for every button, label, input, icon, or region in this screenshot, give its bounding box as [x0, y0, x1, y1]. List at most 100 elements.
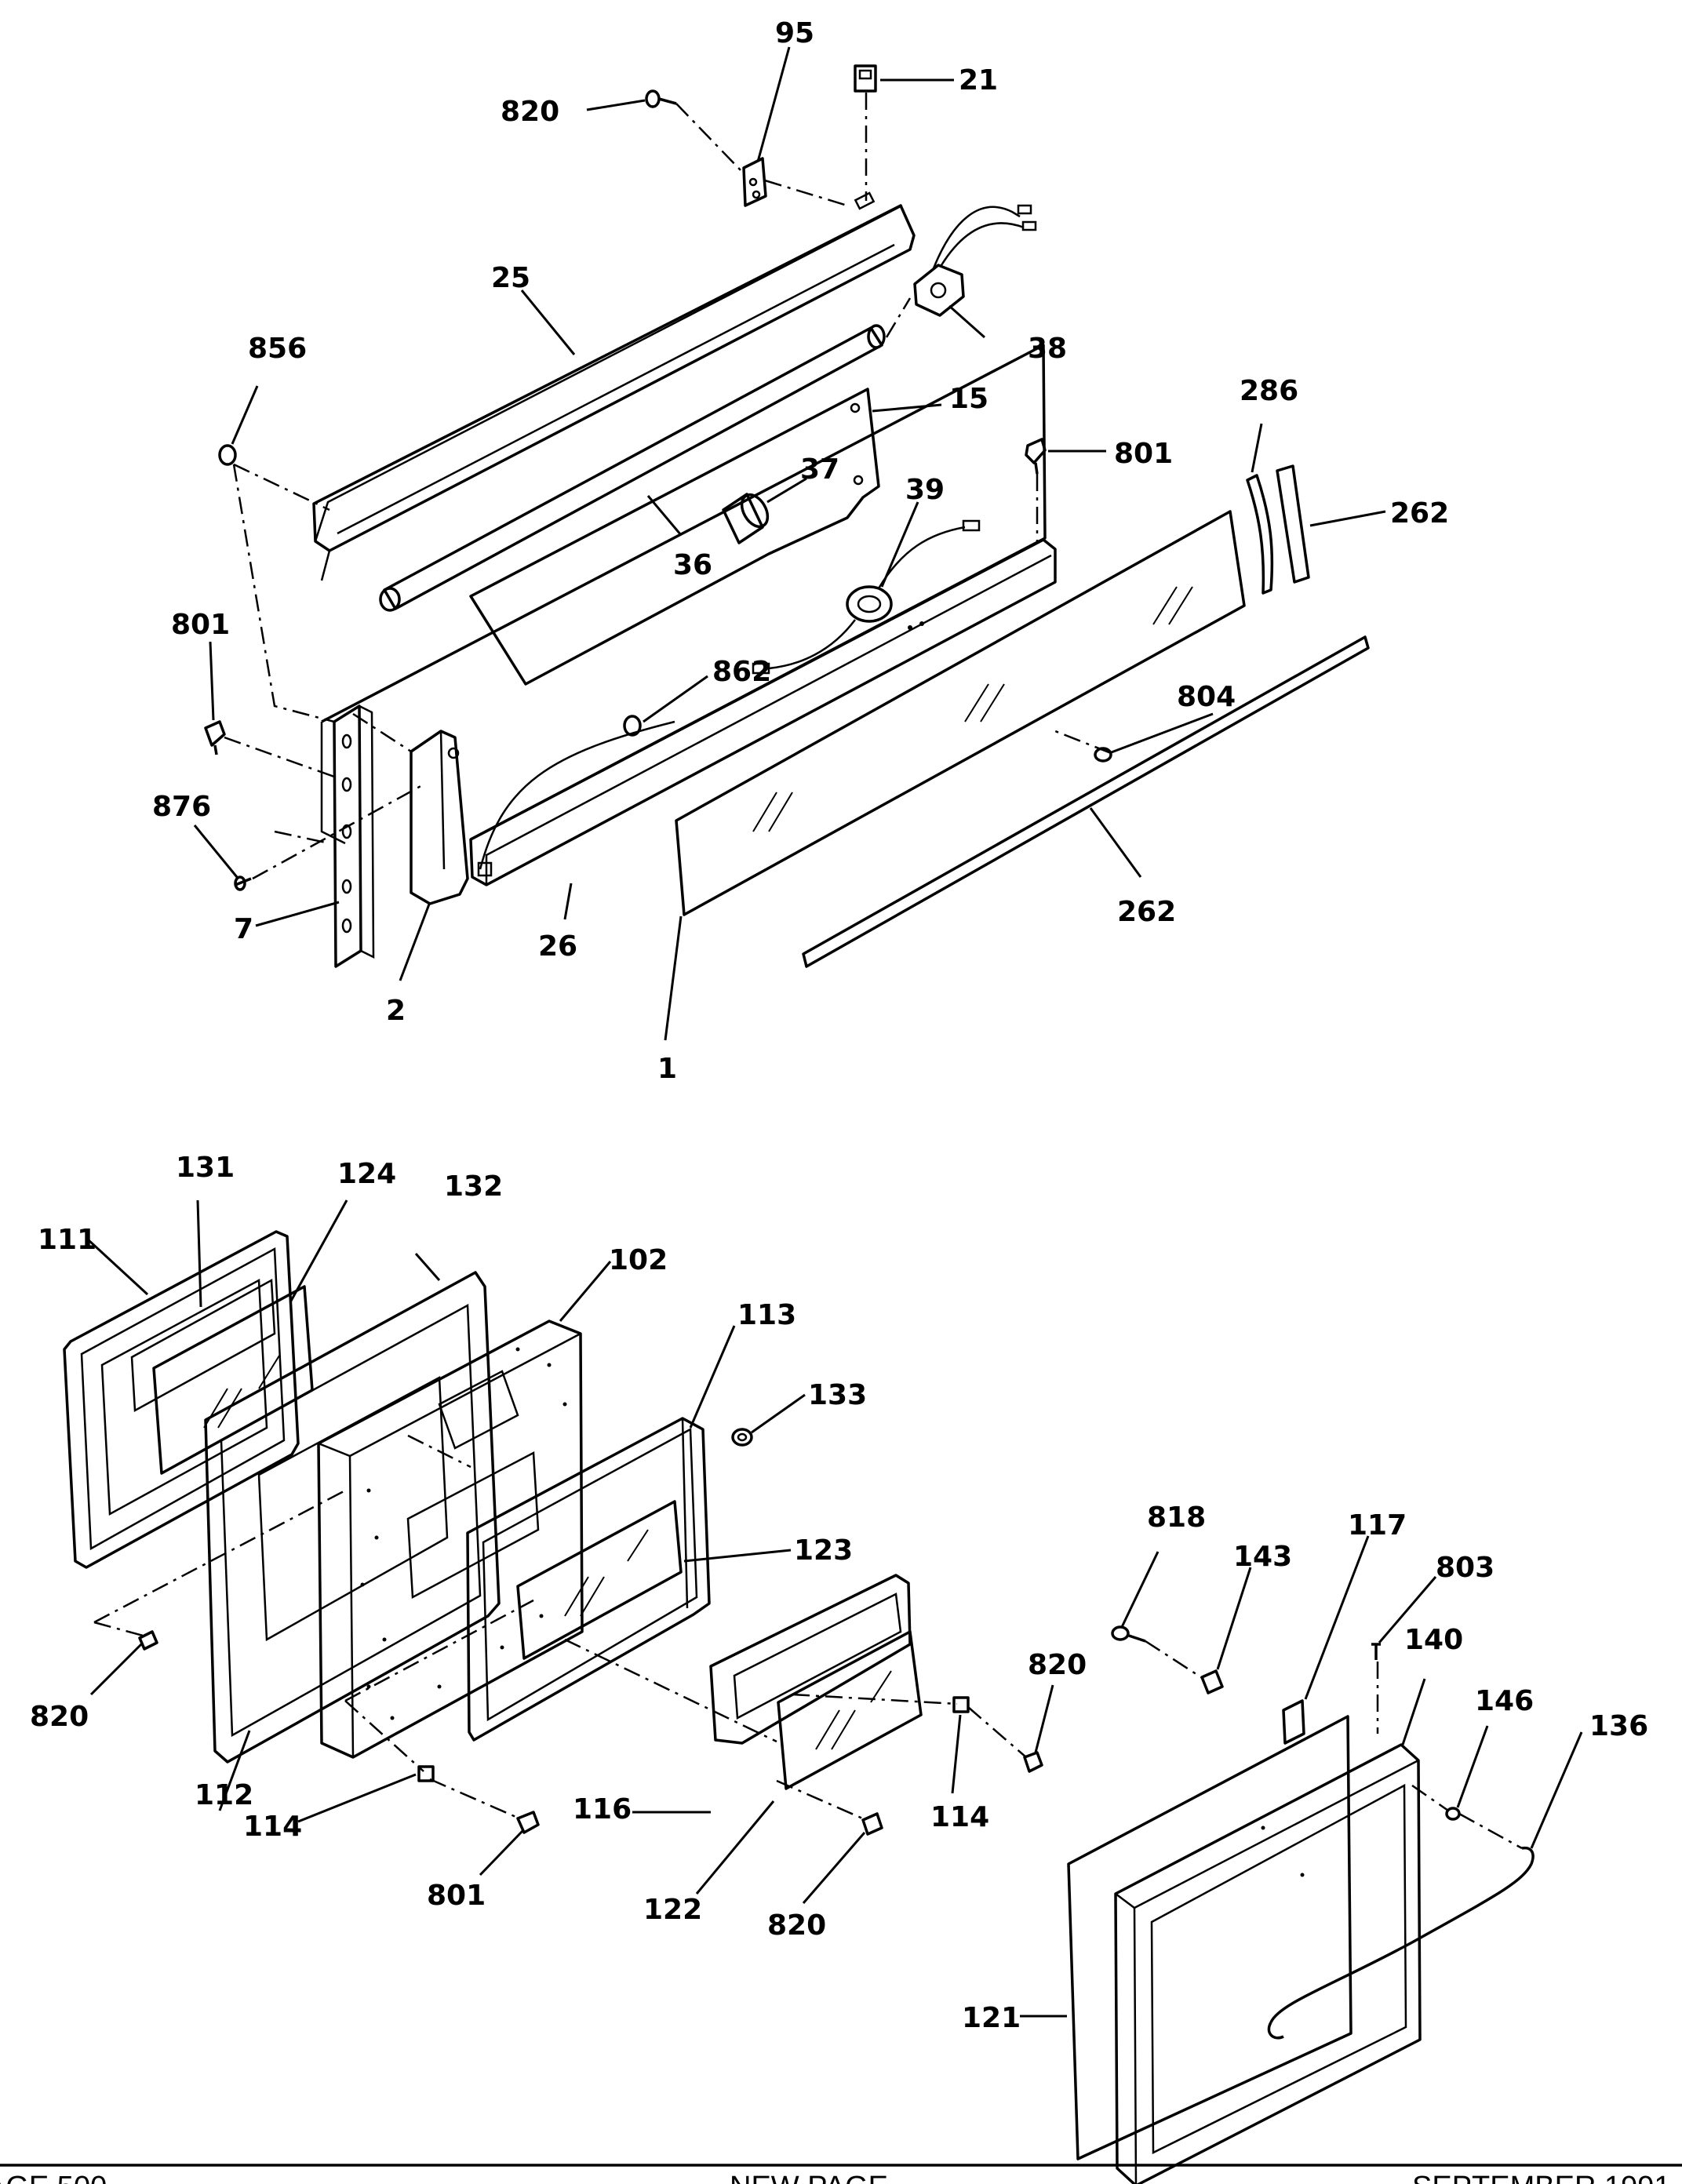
label-803: 803 [1436, 1552, 1495, 1584]
label-124: 124 [337, 1158, 396, 1190]
label-146: 146 [1475, 1685, 1534, 1717]
lower-assembly [63, 1199, 1583, 2184]
page-footer: AGE 500 NEW PAGE SEPTEMBER 1991 [0, 2164, 1682, 2184]
screw-804 [1094, 747, 1112, 763]
part-2-end-cap [410, 730, 469, 905]
label-39: 39 [905, 474, 945, 506]
part-122-glass [777, 1630, 923, 1790]
label-122: 122 [643, 1894, 702, 1926]
label-136: 136 [1589, 1710, 1648, 1742]
footer-page-number: AGE 500 [0, 2171, 107, 2184]
part-114-clip-right [952, 1696, 970, 1713]
label-123: 123 [794, 1534, 853, 1567]
label-262: 262 [1390, 497, 1449, 530]
label-862: 862 [712, 656, 771, 688]
part-114-clip-left [417, 1765, 435, 1782]
screw-876 [234, 875, 252, 891]
part-143-spacer [1200, 1669, 1224, 1694]
label-121: 121 [962, 2002, 1021, 2034]
label-38: 38 [1028, 333, 1067, 365]
assembly-lines-lower [93, 1434, 1523, 1850]
screw-801-left [204, 720, 226, 755]
label-818: 818 [1147, 1502, 1206, 1534]
label-114: 114 [930, 1801, 989, 1833]
part-133-nut [731, 1428, 753, 1447]
footer-date: SEPTEMBER 1991 [1412, 2171, 1670, 2184]
label-7: 7 [234, 913, 253, 945]
side-panel-outline [320, 722, 346, 845]
upper-assembly [193, 46, 1386, 1041]
part-121-outer-glass [1067, 1715, 1353, 2160]
label-143: 143 [1233, 1541, 1292, 1573]
label-140: 140 [1404, 1624, 1463, 1656]
label-262: 262 [1117, 896, 1176, 928]
assembly-lines-upper [224, 93, 1112, 880]
label-111: 111 [38, 1224, 96, 1256]
screw-820-right [1023, 1751, 1043, 1773]
label-804: 804 [1177, 681, 1236, 713]
label-1: 1 [657, 1053, 677, 1085]
label-856: 856 [248, 333, 307, 365]
label-801: 801 [171, 609, 230, 641]
part-21-switch [854, 64, 877, 93]
part-113-door-frame [466, 1417, 711, 1742]
screw-820-left [138, 1630, 158, 1651]
screw-818 [1111, 1625, 1146, 1643]
part-262-trim-strip [802, 635, 1370, 968]
label-286: 286 [1240, 375, 1298, 407]
part-102-insulation [317, 1320, 584, 1759]
part-36-lamp-tube [379, 324, 886, 612]
part-95-clip [742, 157, 767, 207]
leader-lines-upper [193, 46, 1386, 1041]
part-117-pad [1282, 1699, 1305, 1745]
part-7-bracket [333, 704, 375, 968]
part-140-outer-frame [1114, 1743, 1422, 2184]
label-801: 801 [427, 1880, 486, 1912]
screw-801-top [1025, 438, 1047, 475]
part-116-frame [709, 1574, 912, 1745]
screw-820-top [645, 89, 677, 108]
part-111-inner-panel [63, 1230, 300, 1569]
part-25-light-hood [312, 191, 916, 581]
part-1-front-glass [675, 510, 1246, 916]
label-820: 820 [501, 96, 559, 128]
screw-803 [1371, 1643, 1381, 1660]
screw-820-bottom [861, 1812, 883, 1836]
label-2: 2 [386, 995, 406, 1027]
label-36: 36 [673, 549, 712, 581]
label-820: 820 [767, 1909, 826, 1942]
insulation-texture [360, 1347, 567, 1720]
screw-856 [218, 444, 237, 466]
label-95: 95 [775, 17, 814, 49]
screw-862 [623, 715, 642, 737]
label-25: 25 [491, 262, 530, 294]
label-21: 21 [959, 64, 998, 96]
leader-lines-lower [86, 1199, 1583, 2018]
label-114: 114 [243, 1811, 302, 1843]
part-262-end-trim [1276, 464, 1310, 584]
label-102: 102 [609, 1244, 668, 1276]
label-15: 15 [949, 383, 988, 415]
part-39-starter [752, 519, 981, 675]
label-116: 116 [573, 1793, 632, 1825]
label-117: 117 [1348, 1509, 1407, 1542]
screw-801-lower [516, 1811, 540, 1834]
label-820: 820 [30, 1701, 89, 1733]
label-37: 37 [800, 453, 839, 486]
label-876: 876 [152, 791, 211, 823]
label-26: 26 [538, 930, 577, 963]
part-38-lamp-socket [913, 204, 1037, 317]
label-131: 131 [176, 1152, 235, 1184]
label-801: 801 [1114, 438, 1173, 470]
part-286-end-strip [1246, 474, 1274, 595]
label-112: 112 [195, 1779, 253, 1811]
label-133: 133 [808, 1379, 867, 1411]
part-136-handle [1267, 1846, 1535, 2040]
footer-new-page: NEW PAGE [730, 2171, 888, 2184]
label-132: 132 [444, 1170, 503, 1203]
label-113: 113 [737, 1299, 796, 1331]
part-15-back-panel [469, 388, 880, 686]
part-37-capacitor [722, 493, 770, 544]
part-123-glass [516, 1500, 683, 1660]
